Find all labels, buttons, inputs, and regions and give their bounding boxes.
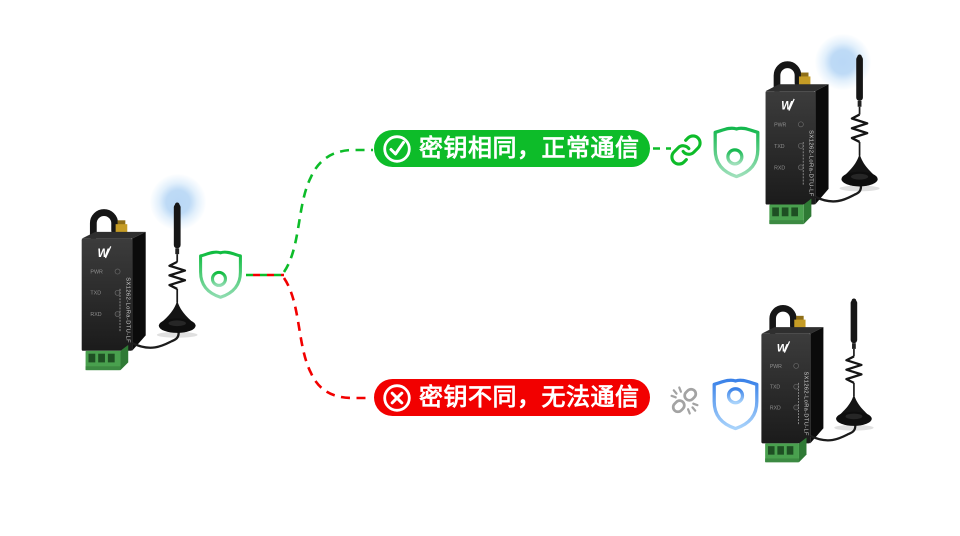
mismatch-label-pill: 密钥不同，无法通信 [374, 379, 650, 416]
match-label-text: 密钥相同，正常通信 [419, 135, 640, 162]
key-glyph [726, 387, 745, 418]
shield-key-icon-mismatched [712, 378, 759, 431]
break-sparks [670, 386, 699, 415]
match-label-pill: 密钥相同，正常通信 [374, 130, 650, 167]
key-glyph [210, 258, 228, 287]
key-glyph [726, 134, 744, 166]
match-path [282, 148, 373, 273]
mismatch-label-text: 密钥不同，无法通信 [419, 384, 640, 411]
shield-key-icon-matched [713, 126, 760, 179]
mismatch-path [282, 277, 372, 400]
check-circle-icon [383, 134, 411, 163]
link-broken-icon [670, 386, 699, 415]
link-connected-icon [670, 134, 702, 166]
cross-circle-icon [383, 383, 411, 412]
shield-key-icon-left [199, 250, 242, 299]
